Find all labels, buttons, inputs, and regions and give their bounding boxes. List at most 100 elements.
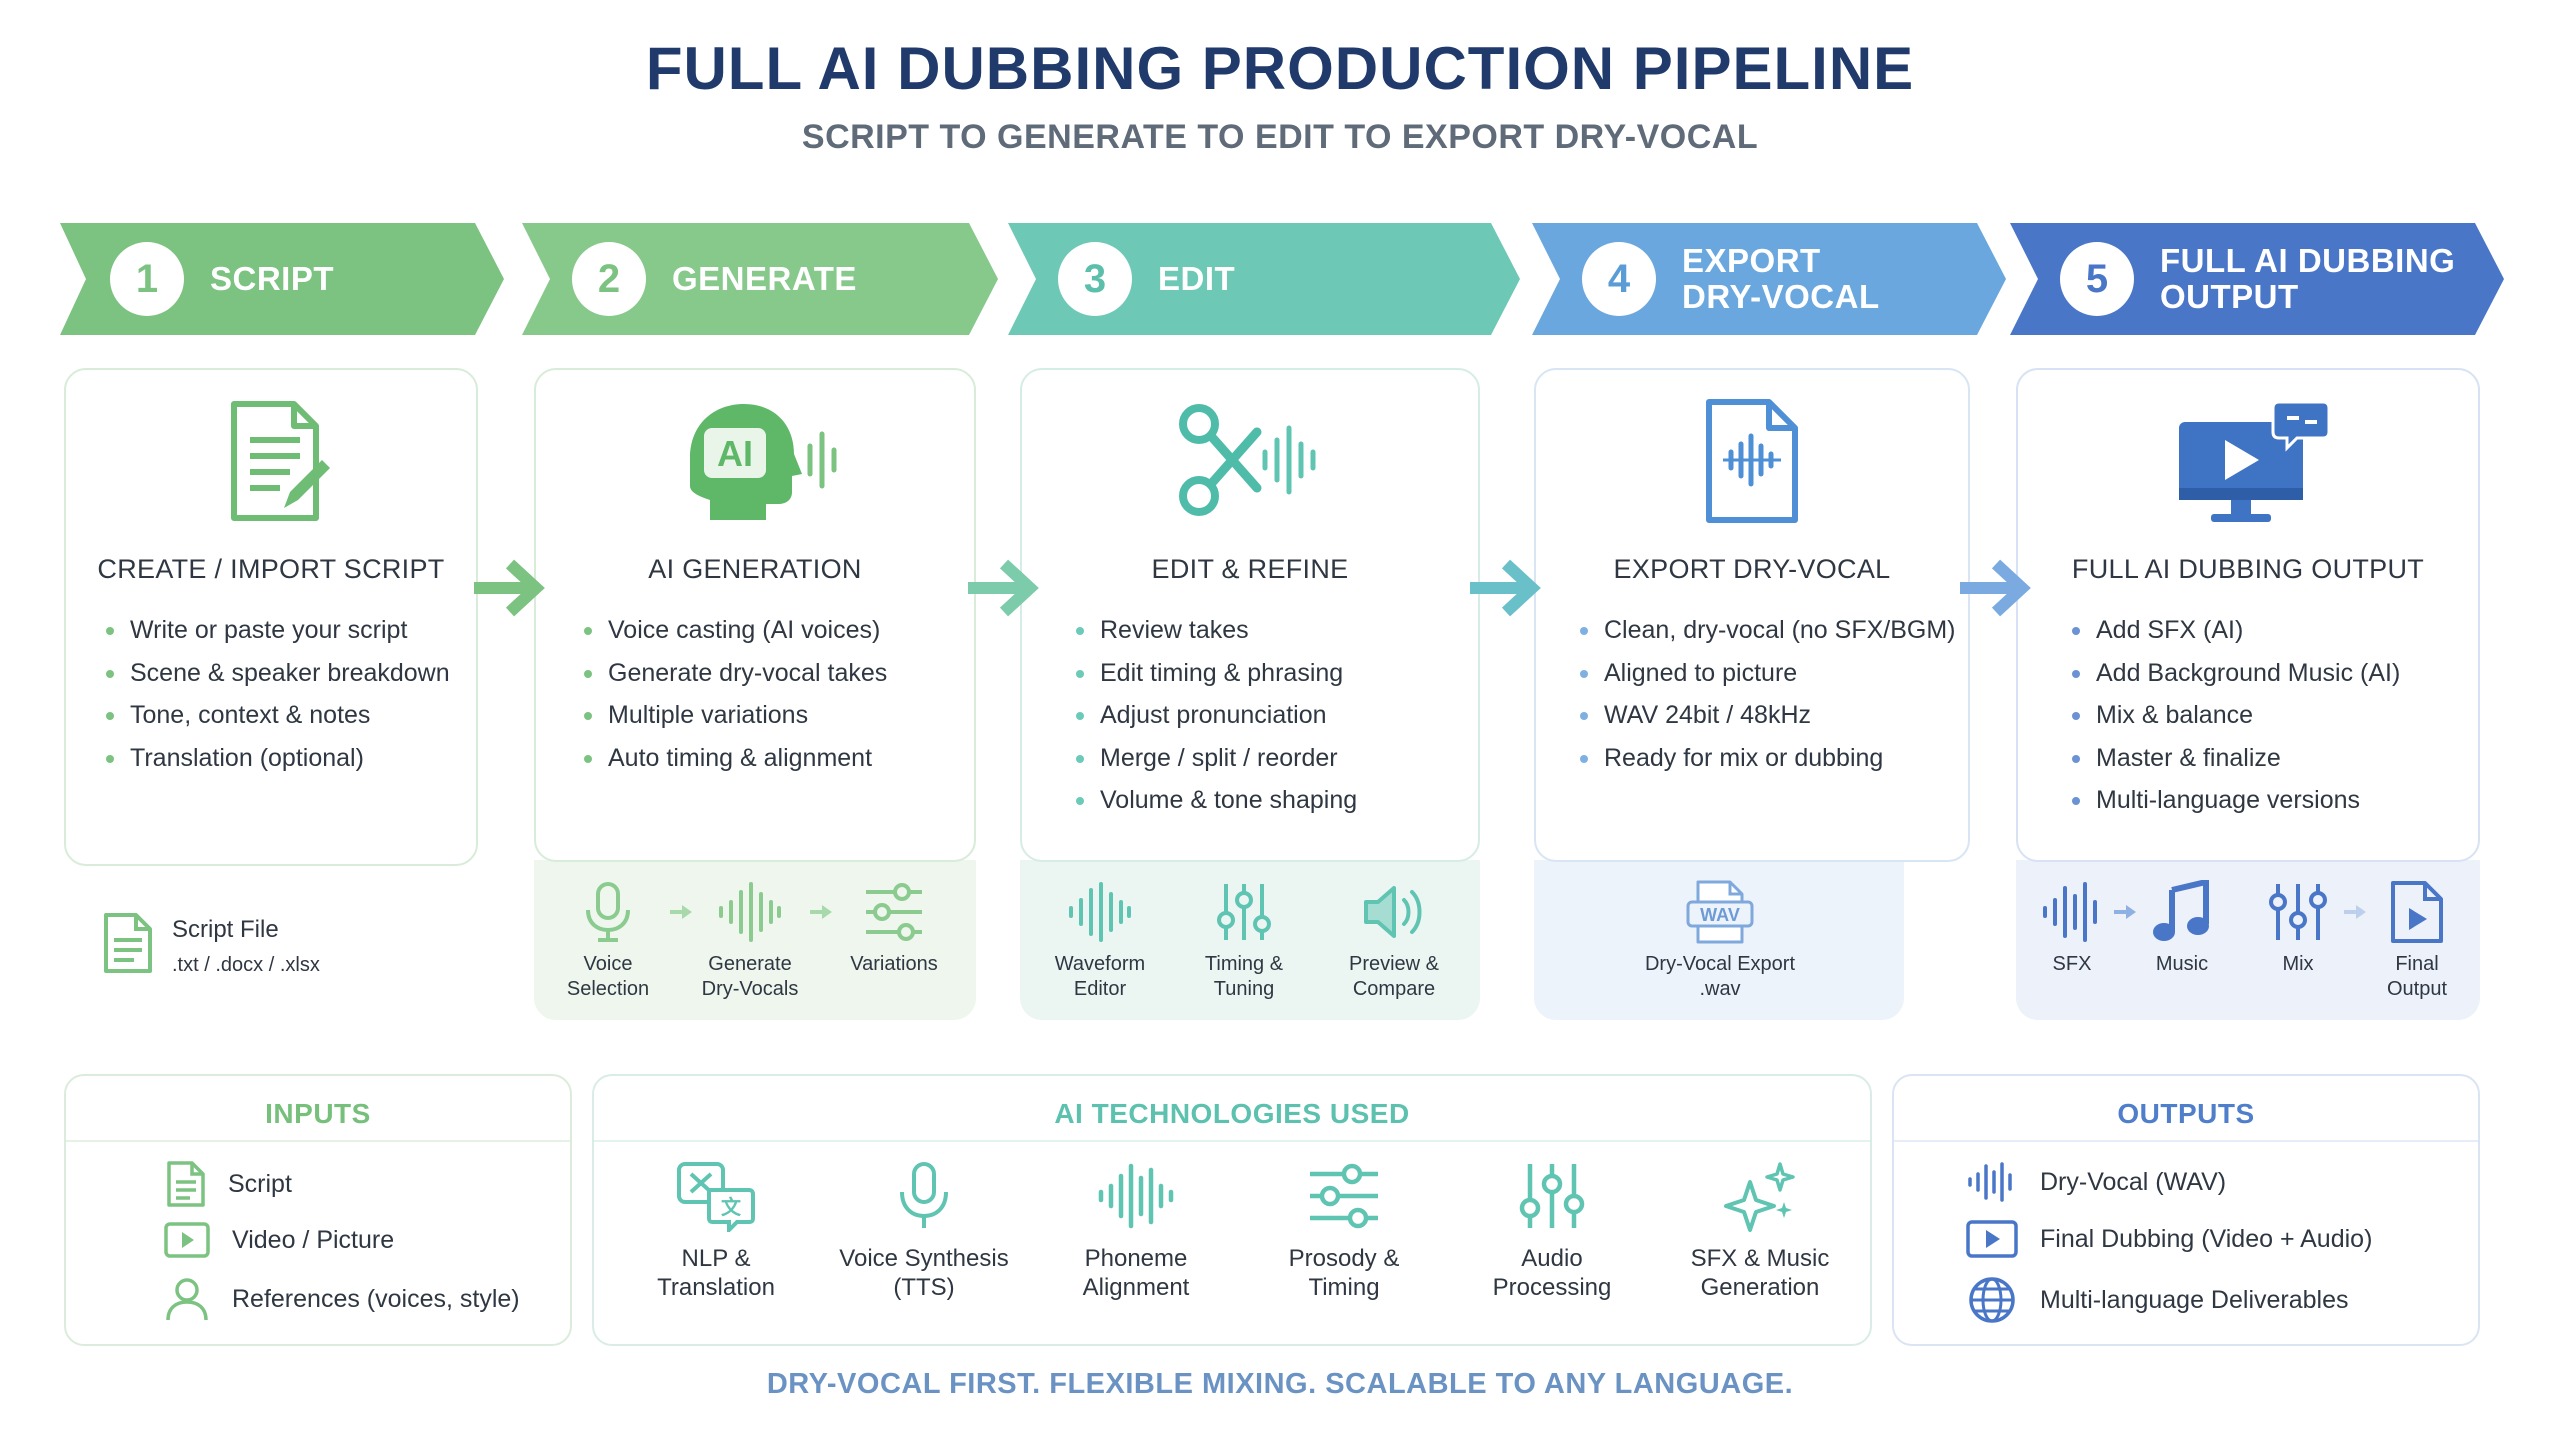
arrow-right-icon [968,559,1039,617]
small-arrow-icon [670,905,692,919]
list-item: Master & finalize [2070,744,2400,787]
card-heading: EXPORT DRY-VOCAL [1613,554,1891,584]
list-item: Translation (optional) [104,744,450,787]
list-item: Aligned to picture [1578,659,1956,702]
list-item: Auto timing & alignment [582,744,887,787]
small-arrow-icon [2114,905,2136,919]
file-icon [104,913,152,973]
card-export: EXPORT DRY-VOCAL Clean, dry-vocal (no SF… [1534,368,1970,862]
arrow-right-icon [474,559,545,617]
waveform-icon [1098,1163,1174,1229]
page-subtitle: SCRIPT TO GENERATE TO EDIT TO EXPORT DRY… [801,118,1759,156]
stage-number: 3 [1058,242,1132,316]
card-list: Voice casting (AI voices) Generate dry-v… [582,616,887,786]
waveform-icon [719,882,781,942]
edit-tools-tray [1020,860,1480,1020]
stage-label: EDIT [1158,260,1236,297]
output-final-dubbing: Final Dubbing (Video + Audio) [1966,1220,2372,1258]
ai-technologies-title: AI TECHNOLOGIES USED [1054,1098,1410,1129]
card-edit: EDIT & REFINE Review takes Edit timing &… [1020,368,1480,862]
small-arrow-icon [2344,905,2366,919]
svg-text:AI: AI [717,433,753,474]
scissors-wave-icon [1179,404,1316,516]
list-item: Edit timing & phrasing [1074,659,1357,702]
stage-number: 1 [110,242,184,316]
card-heading: EDIT & REFINE [1151,554,1349,584]
card-script: CREATE / IMPORT SCRIPT Write or paste yo… [64,368,478,866]
equalizer-icon [2269,884,2327,940]
arrow-right-icon [1960,559,2031,617]
person-icon [166,1278,208,1321]
list-item: Add Background Music (AI) [2070,659,2400,702]
list-item: WAV 24bit / 48kHz [1578,701,1956,744]
tech-prosody-timing: Prosody &Timing [1244,1160,1444,1302]
list-item: Generate dry-vocal takes [582,659,887,702]
microphone-icon [900,1162,948,1228]
translate-bubbles-icon: 文 [677,1162,755,1232]
globe-icon [1969,1277,2015,1323]
list-item: Clean, dry-vocal (no SFX/BGM) [1578,616,1956,659]
stage-banner-2: 2 GENERATE [522,223,998,335]
outputs-title: OUTPUTS [2117,1098,2255,1129]
page-title: FULL AI DUBBING PRODUCTION PIPELINE [645,35,1915,102]
microphone-icon [586,882,630,942]
tool-timing-tuning[interactable]: Timing &Tuning [1184,880,1304,1002]
speaker-icon [1364,886,1422,938]
waveform-icon [2043,882,2097,942]
list-item: Multiple variations [582,701,887,744]
inputs-title: INPUTS [265,1098,371,1129]
stage-number: 2 [572,242,646,316]
list-item: Merge / split / reorder [1074,744,1357,787]
script-file-name: Script File [172,916,279,943]
tech-nlp-translation: 文 NLP &Translation [616,1160,816,1302]
stage-banner-1: 1 SCRIPT [60,223,504,335]
document-pencil-icon [231,401,330,521]
monitor-play-icon [2179,400,2331,522]
card-heading: AI GENERATION [648,554,862,584]
video-icon [1966,1220,2018,1258]
tool-music[interactable]: Music [2142,880,2222,977]
output-multi-language: Multi-language Deliverables [1966,1276,2349,1324]
list-item: Multi-language versions [2070,786,2400,829]
list-item: Mix & balance [2070,701,2400,744]
stage-label: GENERATE [672,260,857,297]
equalizer-icon [1519,1164,1585,1228]
list-item: Tone, context & notes [104,701,450,744]
sparkles-icon [1724,1162,1795,1232]
video-icon [164,1222,210,1258]
document-icon [167,1161,205,1207]
input-references: References (voices, style) [164,1276,520,1322]
ai-head-wave-icon: AI [690,404,837,520]
tool-preview-compare[interactable]: Preview &Compare [1334,880,1454,1002]
wav-file-icon: WAV [1686,880,1754,944]
tool-dry-vocal-export[interactable]: WAV Dry-Vocal Export.wav [1620,880,1820,1002]
tech-voice-synthesis: Voice Synthesis(TTS) [824,1160,1024,1302]
footer-tagline: DRY-VOCAL FIRST. FLEXIBLE MIXING. SCALAB… [766,1368,1794,1400]
stage-number: 4 [1582,242,1656,316]
card-heading: FULL AI DUBBING OUTPUT [2071,554,2425,584]
video-file-icon [2391,881,2443,943]
tool-sfx[interactable]: SFX [2032,880,2112,977]
stage-banner-3: 3 EDIT [1008,223,1520,335]
svg-text:文: 文 [721,1195,742,1219]
card-list: Write or paste your script Scene & speak… [104,616,450,786]
tool-mix[interactable]: Mix [2258,880,2338,977]
audio-file-icon [1706,399,1798,523]
card-heading: CREATE / IMPORT SCRIPT [97,554,445,584]
tool-variations[interactable]: Variations [834,880,954,977]
waveform-icon [1968,1162,2012,1202]
output-dry-vocal: Dry-Vocal (WAV) [1966,1162,2226,1202]
list-item: Review takes [1074,616,1357,659]
list-item: Adjust pronunciation [1074,701,1357,744]
svg-text:WAV: WAV [1700,905,1740,925]
input-video: Video / Picture [164,1222,394,1258]
card-output: FULL AI DUBBING OUTPUT Add SFX (AI) Add … [2016,368,2480,862]
card-list: Review takes Edit timing & phrasing Adju… [1074,616,1357,829]
